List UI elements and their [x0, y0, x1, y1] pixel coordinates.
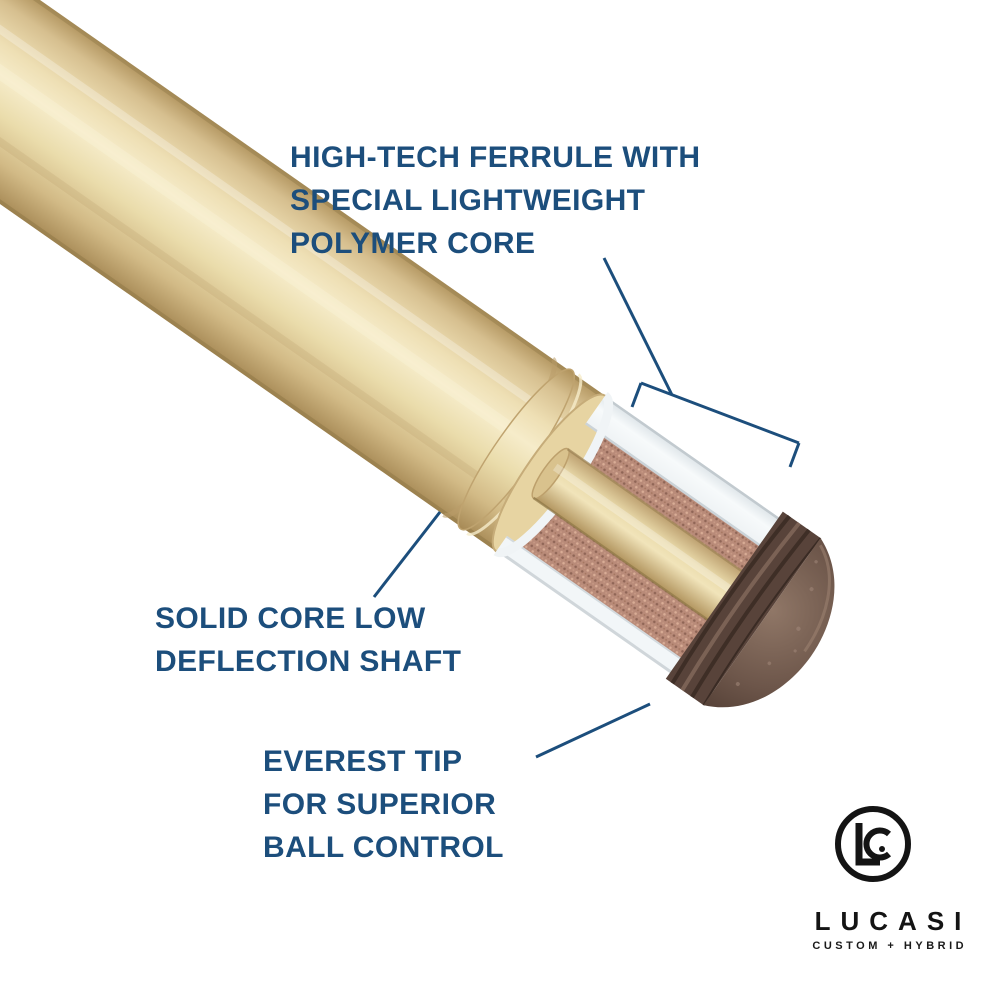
brand-tagline: CUSTOM + HYBRID [812, 940, 968, 952]
ferrule-label-line3: POLYMER CORE [290, 227, 536, 260]
brand-name: LUCASI [814, 906, 972, 936]
ferrule-inner-wall [585, 395, 786, 550]
shaft-label-line2: DEFLECTION SHAFT [155, 645, 462, 678]
cue-shaft-body [0, 0, 606, 552]
callout-lines [372, 257, 801, 759]
ferrule-label-line1: HIGH-TECH FERRULE WITH [290, 141, 701, 174]
ferrule-bracket-tick-right [788, 442, 801, 468]
shaft-leader-line [372, 511, 442, 598]
tip-label-line2: FOR SUPERIOR [263, 788, 497, 821]
shaft-callout-label: SOLID CORE LOW DEFLECTION SHAFT [155, 597, 461, 683]
ferrule-label-line2: SPECIAL LIGHTWEIGHT [290, 184, 646, 217]
ferrule-bracket-line [640, 381, 800, 445]
ferrule-leader-line [602, 257, 674, 396]
tip-label-line1: EVEREST TIP [263, 745, 463, 778]
ferrule-callout-label: HIGH-TECH FERRULE WITH SPECIAL LIGHTWEIG… [290, 136, 700, 265]
tip-label-line3: BALL CONTROL [263, 831, 504, 864]
tip-leader-line [535, 702, 651, 759]
tip-speckle-texture [735, 560, 818, 686]
solid-core-dowel [533, 448, 757, 631]
tip-callout-label: EVEREST TIP FOR SUPERIOR BALL CONTROL [263, 740, 504, 869]
ferrule-bracket-tick-left [630, 382, 643, 408]
shaft-label-line1: SOLID CORE LOW [155, 602, 426, 635]
everest-tip-dome [703, 537, 835, 708]
ferrule-outer-shell [496, 536, 687, 678]
lucasi-lc-monogram-icon [835, 806, 911, 882]
